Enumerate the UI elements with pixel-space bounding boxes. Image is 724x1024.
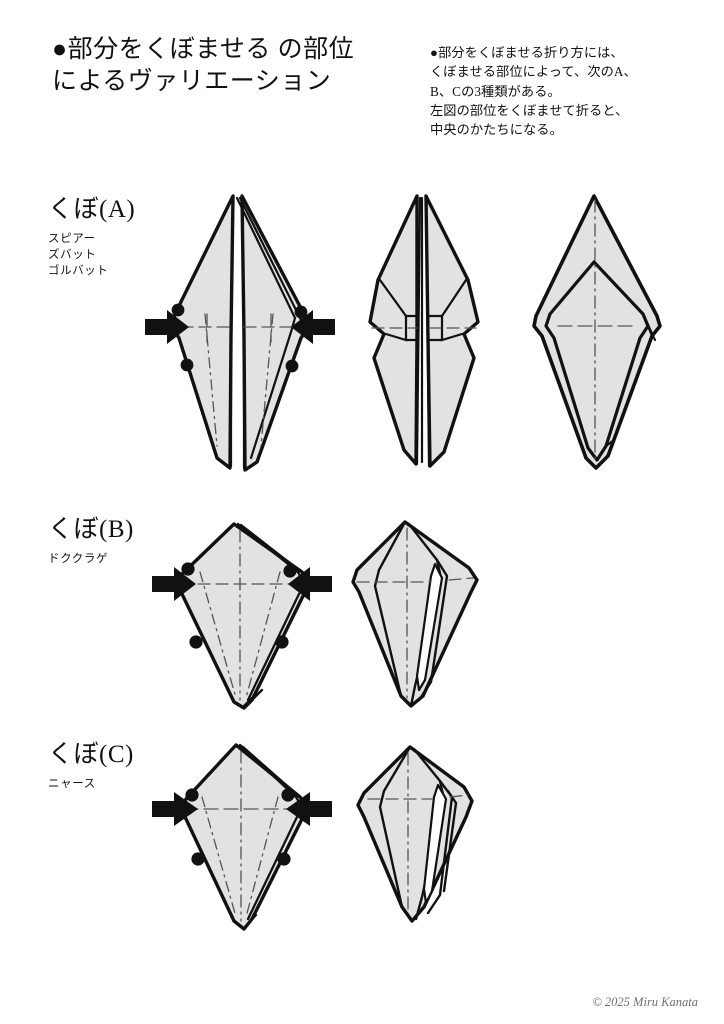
section-a-title: くぼ(A) [48, 196, 136, 223]
push-arrow-left [152, 792, 198, 826]
figure-a-before [145, 186, 335, 476]
intro-line-4: 左図の部位をくぼませて折ると、 [430, 102, 629, 118]
section-a-label: くぼ(A) スピアー ズバット ゴルバット [48, 196, 178, 279]
figure-b-before [152, 514, 332, 714]
section-b-examples: ドククラゲ [48, 551, 178, 567]
section-b-example-1: ドククラゲ [48, 552, 109, 565]
push-arrow-right [288, 567, 332, 601]
section-c-label: くぼ(C) ニャース [48, 741, 178, 792]
section-c-title: くぼ(C) [48, 741, 134, 768]
page-title: ●部分をくぼませる の部位 によるヴァリエーション [52, 34, 402, 98]
figure-a-middle [360, 188, 490, 476]
intro-paragraph: ●部分をくぼませる折り方には、 くぼませる部位によって、次のA、 B、Cの3種類… [430, 43, 685, 139]
push-arrow-left [152, 567, 196, 601]
copyright-notice: © 2025 Miru Kanata [592, 995, 698, 1009]
section-c-example-1: ニャース [48, 777, 96, 790]
section-a-examples: スピアー ズバット ゴルバット [48, 231, 178, 280]
intro-line-3: B、Cの3種類がある。 [430, 83, 561, 99]
section-a-example-1: スピアー [48, 232, 96, 245]
page-title-line-1: ●部分をくぼませる の部位 [52, 36, 355, 63]
section-a-example-2: ズバット [48, 248, 97, 261]
section-b-title: くぼ(B) [48, 516, 134, 543]
page-title-line-2: によるヴァリエーション [52, 68, 332, 95]
section-c-examples: ニャース [48, 776, 178, 792]
push-arrow-left [145, 310, 189, 344]
section-row-a: くぼ(A) スピアー ズバット ゴルバット [0, 186, 724, 476]
intro-line-2: くぼませる部位によって、次のA、 [430, 64, 637, 80]
push-arrow-right [286, 792, 332, 826]
fold-reference-dots [185, 788, 295, 866]
figure-c-before [152, 737, 332, 935]
intro-line-5: 中央のかたちになる。 [430, 122, 563, 138]
figure-b-after [345, 516, 490, 712]
section-row-b: くぼ(B) ドククラゲ [0, 506, 724, 716]
section-row-c: くぼ(C) ニャース [0, 731, 724, 936]
fold-reference-dots [171, 303, 308, 373]
section-b-label: くぼ(B) ドククラゲ [48, 516, 178, 567]
push-arrow-right [291, 310, 335, 344]
intro-line-1: ●部分をくぼませる折り方には、 [430, 45, 624, 60]
figure-c-after [348, 739, 493, 931]
fold-reference-dots [181, 562, 297, 649]
section-a-example-3: ゴルバット [48, 265, 109, 278]
figure-a-after [524, 190, 669, 472]
